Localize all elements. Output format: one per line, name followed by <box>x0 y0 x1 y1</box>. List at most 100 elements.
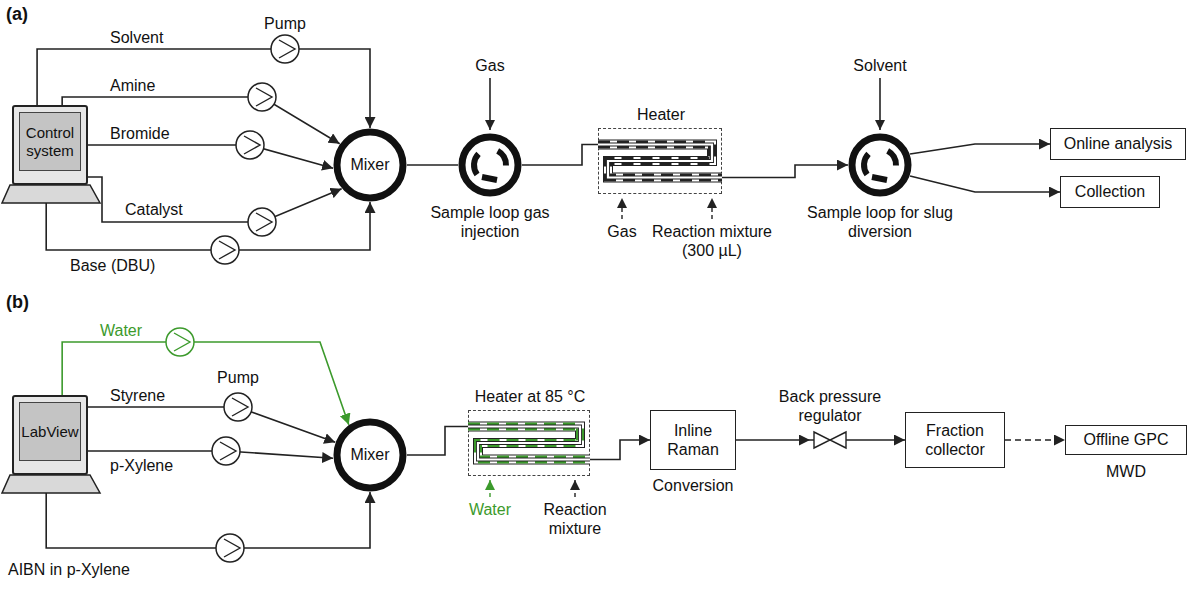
leader-arrow <box>489 480 490 497</box>
flow-line <box>910 144 1050 154</box>
loop-channel <box>872 177 887 180</box>
process-box: Offline GPC <box>1065 425 1187 455</box>
pump-body <box>248 208 276 236</box>
laptop-keyboard <box>2 185 100 203</box>
pump-symbol <box>248 208 276 236</box>
flow-label: Amine <box>110 76 155 95</box>
pump-triangle <box>219 241 235 259</box>
heater-box: Heater <box>598 128 722 194</box>
flow-line <box>88 145 333 168</box>
valve-symbol <box>810 430 850 450</box>
pump-triangle <box>256 88 272 106</box>
node-text: Mixer <box>350 155 389 174</box>
pressure-valve: Back pressure regulator <box>810 430 850 450</box>
gas-inlet-arrow <box>489 78 491 130</box>
loop-channel <box>861 152 871 176</box>
flow-line <box>407 427 468 456</box>
pump-body <box>212 437 240 465</box>
panel-letter: (b) <box>6 292 29 314</box>
flow-line <box>590 440 650 460</box>
flow-label: Water <box>100 321 142 340</box>
flow-line <box>62 342 349 425</box>
pump-group <box>166 35 299 562</box>
screen-panel: Control system <box>19 112 81 171</box>
pump-triangle <box>279 40 295 58</box>
node-text: Back pressure regulator <box>770 387 890 425</box>
tube-bore <box>598 144 722 177</box>
flow-label: Catalyst <box>125 200 183 219</box>
node-text: Heater at 85 °C <box>460 387 600 406</box>
pump-body <box>236 131 264 159</box>
mixer-ring <box>337 132 403 198</box>
process-box: Fraction collector <box>905 412 1005 468</box>
pump-triangle <box>220 442 236 460</box>
loop-channel <box>886 148 899 165</box>
flow-label: Solvent <box>110 28 163 47</box>
flow-line <box>722 165 848 178</box>
node-text: Control system <box>20 124 80 160</box>
pump-symbol <box>248 83 276 111</box>
pump-body <box>248 83 276 111</box>
pump-symbol <box>166 328 194 356</box>
node-text: Online analysis <box>1064 134 1173 153</box>
pump-symbol <box>211 236 239 264</box>
loop-ring <box>852 137 908 193</box>
node-text: Sample loop for slug diversion <box>800 203 960 241</box>
node-text: Offline GPC <box>1083 430 1168 449</box>
computer-screen: LabView <box>12 395 88 475</box>
node-text: LabView <box>21 423 78 441</box>
tube-bore <box>468 426 590 459</box>
process-box: Online analysis <box>1050 128 1186 160</box>
annotation-label: Pump <box>255 14 315 33</box>
pump-triangle <box>224 539 240 557</box>
pump-body <box>271 35 299 63</box>
valve-half <box>830 432 846 448</box>
mixer-circle: Mixer <box>333 418 407 492</box>
computer-screen: Control system <box>12 105 88 185</box>
screen-panel: LabView <box>19 402 81 461</box>
annotation-label: Conversion <box>643 476 743 495</box>
node-text: Heater <box>599 105 723 124</box>
inner-bore <box>598 144 722 177</box>
pump-symbol <box>236 131 264 159</box>
tube-wall <box>598 144 722 177</box>
flow-label: Bromide <box>110 124 170 143</box>
flow-line <box>407 164 458 166</box>
loop-outline <box>848 133 912 197</box>
process-box: Collection <box>1060 176 1160 208</box>
flow-line <box>62 97 340 144</box>
flow-line <box>910 176 1060 192</box>
pump-body <box>211 236 239 264</box>
leader-arrow <box>621 198 622 219</box>
flow-label: p-Xylene <box>110 456 173 475</box>
flow-line <box>88 177 342 222</box>
node-text: Mixer <box>350 445 389 464</box>
pump-triangle <box>232 398 248 416</box>
pump-symbol <box>212 437 240 465</box>
laptop-keyboard <box>2 475 100 493</box>
pump-triangle <box>174 333 190 351</box>
solvent-inlet-arrow <box>879 78 881 130</box>
jacket-segments <box>598 144 722 177</box>
flow-line <box>88 407 335 442</box>
annotation-label: Reaction mixture (300 µL) <box>647 222 777 260</box>
panel-letter: (a) <box>6 4 28 26</box>
flow-line <box>1005 439 1065 441</box>
loop-channel <box>471 152 481 176</box>
tube-coil <box>468 410 590 476</box>
pump-body <box>216 534 244 562</box>
pump-triangle <box>244 136 260 154</box>
loop-channel <box>496 148 509 165</box>
tube-coil <box>598 128 722 194</box>
node-text: Collection <box>1075 182 1145 201</box>
annotation-label: Pump <box>208 368 268 387</box>
sample-loop-valve: Sample loop gas injection <box>458 133 522 197</box>
process-box: Inline Raman <box>650 410 736 470</box>
pump-body <box>224 393 252 421</box>
pump-triangle <box>256 213 272 231</box>
inner-tube <box>468 426 590 459</box>
flow-label: Styrene <box>110 386 165 405</box>
